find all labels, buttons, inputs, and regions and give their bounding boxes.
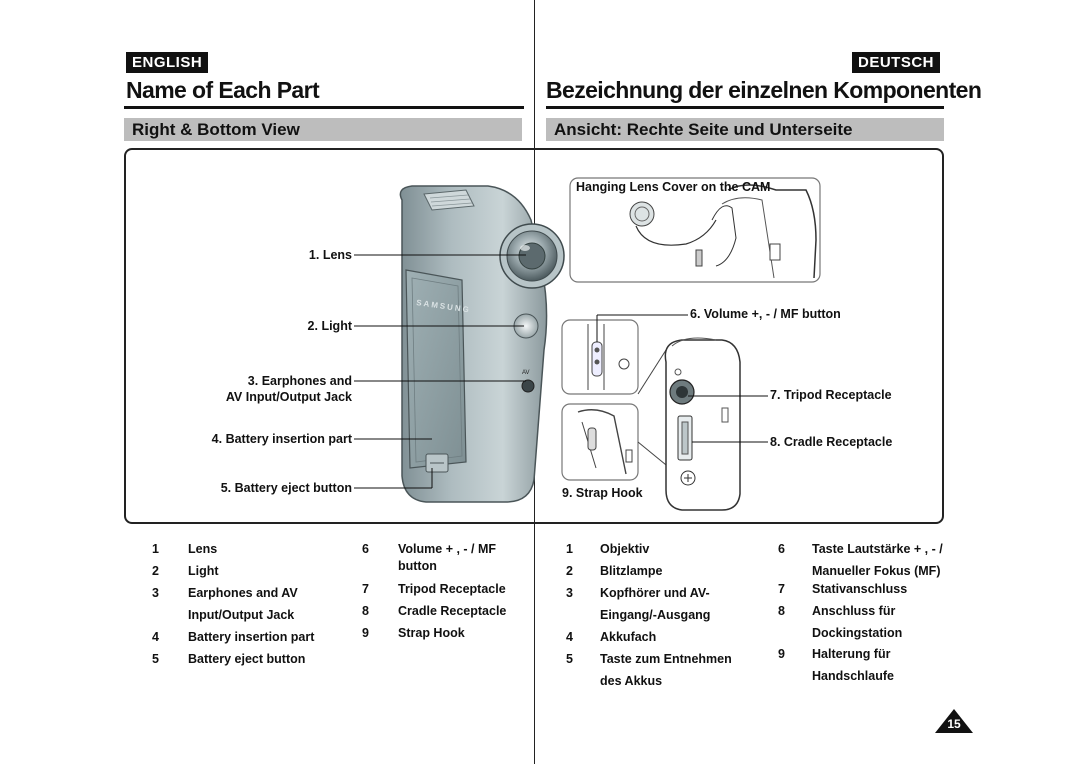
list-item-number: 9: [778, 647, 785, 661]
page-number-triangle: [935, 709, 973, 733]
list-item: 3 Earphones and AV: [152, 586, 298, 600]
list-item: 7 Tripod Receptacle: [362, 582, 506, 596]
list-item-label: Taste zum Entnehmen: [600, 652, 732, 666]
list-item-label: Light: [188, 564, 219, 578]
list-item-number: 3: [566, 586, 573, 600]
list-item-number: 2: [152, 564, 159, 578]
list-item-label: Kopfhörer und AV-: [600, 586, 710, 600]
list-item-label: Eingang/-Ausgang: [600, 608, 711, 622]
list-item-label: Lens: [188, 542, 218, 556]
list-item-label: Anschluss für: [812, 604, 896, 618]
page-title-deutsch: Bezeichnung der einzelnen Komponenten: [546, 77, 982, 103]
list-item-label: Input/Output Jack: [188, 608, 295, 622]
english-badge: ENGLISH: [126, 52, 209, 73]
page-number-text: 15: [947, 717, 961, 731]
list-item-label: Akkufach: [600, 630, 657, 644]
callout-battery-eject: 5. Battery eject button: [220, 481, 352, 495]
list-item-number: 4: [152, 630, 159, 644]
list-item: 6 Taste Lautstärke + , - /: [778, 542, 943, 556]
callout-cradle: 8. Cradle Receptacle: [770, 435, 893, 449]
list-item: 5 Taste zum Entnehmen: [566, 652, 732, 666]
list-item-label: Volume + , - / MF: [398, 542, 497, 556]
callout-lens: 1. Lens: [308, 248, 352, 262]
list-item-number: 4: [566, 630, 573, 644]
list-item-number: 8: [362, 604, 369, 618]
list-item-number: 3: [152, 586, 159, 600]
list-item-label: Blitzlampe: [600, 564, 663, 578]
list-item-number: 7: [778, 582, 785, 596]
list-item: 9 Halterung für: [778, 647, 890, 661]
list-item-label: Halterung für: [812, 647, 891, 661]
list-item-number: 5: [566, 652, 573, 666]
list-item: 3 Kopfhörer und AV-: [566, 586, 710, 600]
list-item: 1 Objektiv: [566, 542, 649, 556]
list-item-number: 6: [362, 542, 369, 556]
page-number: 15: [934, 708, 974, 734]
list-item-number: 5: [152, 652, 159, 666]
av-jack-label: AV: [522, 370, 530, 376]
inset-title-lens-cover: Hanging Lens Cover on the CAM: [576, 180, 771, 194]
list-item-label: Tripod Receptacle: [398, 582, 506, 596]
list-item-number: 8: [778, 604, 785, 618]
list-item-number: 7: [362, 582, 369, 596]
list-item-label: Battery insertion part: [188, 630, 315, 644]
list-item-number: 6: [778, 542, 785, 556]
list-item-label: Cradle Receptacle: [398, 604, 507, 618]
callout-battery-insertion: 4. Battery insertion part: [211, 432, 352, 446]
list-item-number: 2: [566, 564, 573, 578]
list-item-label: Stativanschluss: [812, 582, 908, 596]
list-item: 9 Strap Hook: [362, 626, 465, 640]
list-item-label: Objektiv: [600, 542, 650, 556]
deutsch-badge: DEUTSCH: [852, 52, 941, 73]
list-item: 4 Akkufach: [566, 630, 656, 644]
list-item: 7 Stativanschluss: [778, 582, 907, 596]
list-item: 5 Battery eject button: [152, 652, 305, 666]
list-item-label: Handschlaufe: [812, 669, 894, 683]
list-item-label: Taste Lautstärke + , - /: [812, 542, 943, 556]
list-item: 2 Blitzlampe: [566, 564, 663, 578]
callout-strap-hook: 9. Strap Hook: [562, 486, 643, 500]
list-item-label: des Akkus: [600, 674, 663, 688]
list-item: 1 Lens: [152, 542, 217, 556]
title-rule-deutsch: [546, 106, 944, 109]
list-item-label: Earphones and AV: [188, 586, 298, 600]
list-item-label: button: [398, 559, 437, 573]
list-item: 6 Volume + , - / MF: [362, 542, 496, 556]
callout-tripod: 7. Tripod Receptacle: [770, 388, 892, 402]
list-item-label: Strap Hook: [398, 626, 465, 640]
callout-earphones-line1: 3. Earphones and: [247, 374, 352, 388]
list-item-number: 1: [152, 542, 159, 556]
figure-box: [124, 148, 944, 524]
list-item-number: 1: [566, 542, 573, 556]
list-item-label: Battery eject button: [188, 652, 306, 666]
list-item: 8 Anschluss für: [778, 604, 895, 618]
camcorder-illustration: SAMSUNG AV: [354, 177, 821, 511]
callout-earphones-line2: AV Input/Output Jack: [225, 390, 352, 404]
list-item: 4 Battery insertion part: [152, 630, 314, 644]
page-title-english: Name of Each Part: [126, 77, 320, 103]
list-item-label: Dockingstation: [812, 626, 903, 640]
section-title-english: Right & Bottom View: [124, 118, 522, 141]
list-item: 2 Light: [152, 564, 219, 578]
callout-volume-button: 6. Volume +, - / MF button: [690, 307, 841, 321]
list-item: 8 Cradle Receptacle: [362, 604, 506, 618]
list-item-number: 9: [362, 626, 369, 640]
title-rule-english: [124, 106, 524, 109]
callout-light: 2. Light: [307, 319, 352, 333]
section-title-deutsch: Ansicht: Rechte Seite und Unterseite: [546, 118, 944, 141]
list-item-label: Manueller Fokus (MF): [812, 564, 941, 578]
